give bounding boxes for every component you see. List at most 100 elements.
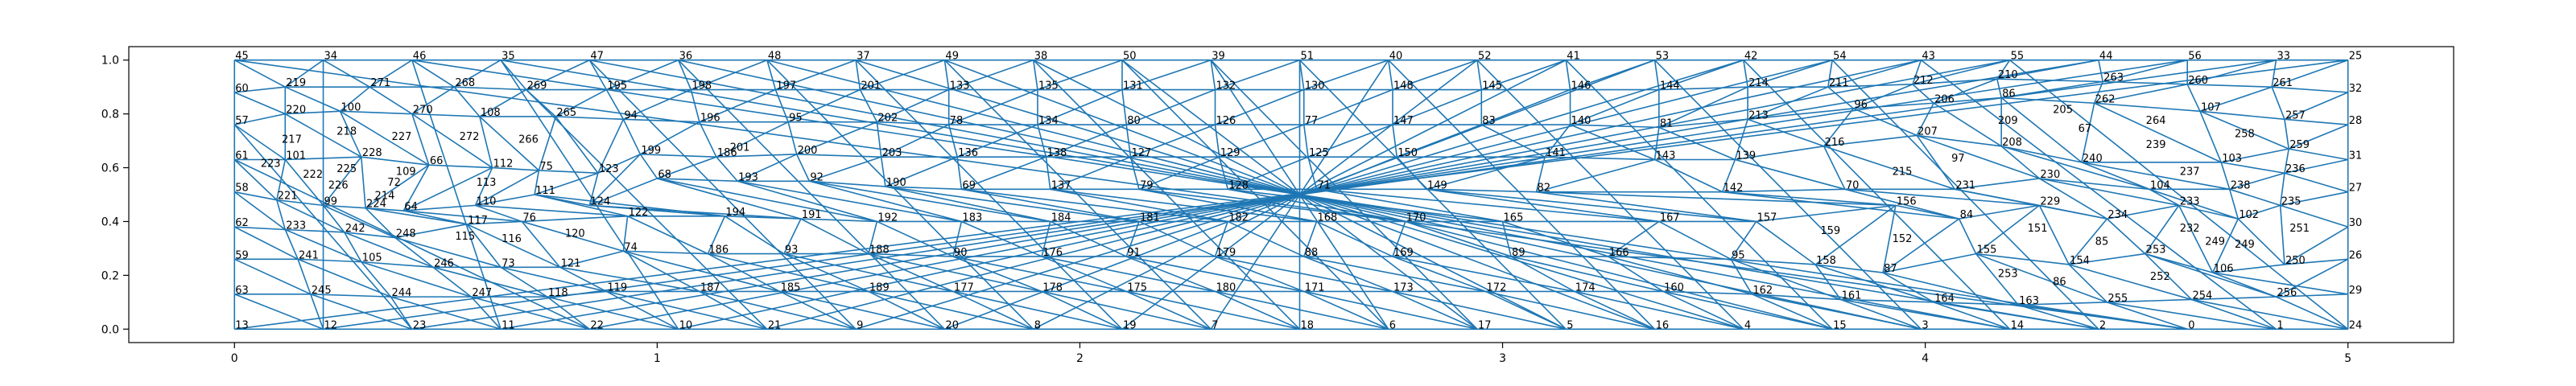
mesh-edge — [783, 253, 869, 293]
mesh-edge — [234, 113, 286, 125]
node-label: 95 — [789, 113, 803, 125]
node-label: 68 — [658, 169, 671, 181]
node-label: 168 — [1318, 211, 1338, 224]
node-label: 164 — [1934, 293, 1955, 305]
mesh-edge — [2279, 173, 2285, 206]
mesh-edge — [1476, 60, 1483, 90]
node-label: 35 — [502, 51, 515, 63]
mesh-edge — [500, 266, 548, 298]
node-label: 249 — [2235, 239, 2255, 251]
mesh-edge — [298, 258, 361, 263]
mesh-edge — [588, 154, 641, 206]
mesh-edge — [1392, 59, 1478, 91]
node-label: 211 — [1829, 77, 1849, 89]
node-label: 247 — [472, 287, 492, 299]
node-label: 26 — [2349, 249, 2363, 261]
mesh-edge — [310, 293, 391, 298]
mesh-edge — [365, 207, 468, 225]
mesh-edge — [1722, 191, 1896, 207]
mesh-edge — [623, 118, 700, 123]
node-label: 117 — [468, 215, 488, 227]
mesh-edge — [233, 60, 286, 88]
mesh-edge — [783, 253, 954, 293]
mesh-edge — [339, 110, 362, 158]
mesh-edge — [948, 59, 1034, 91]
node-label: 29 — [2349, 285, 2363, 297]
mesh-edge — [1570, 88, 1660, 125]
node-label: 201 — [861, 80, 881, 92]
mesh-edge — [1882, 205, 1897, 273]
node-label: 235 — [2281, 195, 2301, 207]
mesh-edge — [1934, 96, 2002, 105]
mesh-edge — [1307, 124, 1393, 158]
mesh-edge — [2009, 60, 2349, 330]
mesh-edge — [707, 216, 726, 254]
mesh-edge — [2280, 191, 2348, 207]
node-label: 3 — [1922, 319, 1928, 331]
mesh-edge — [234, 191, 277, 201]
mesh-edge — [1920, 60, 2277, 330]
node-label: 70 — [1846, 179, 1860, 191]
mesh-edge — [1303, 88, 1393, 125]
mesh-edge — [394, 236, 502, 269]
mesh-edge — [539, 170, 598, 175]
node-label: 61 — [235, 150, 249, 162]
node-label: 253 — [2146, 244, 2166, 257]
mesh-edge — [234, 59, 2188, 331]
node-label: 261 — [2273, 77, 2293, 89]
mesh-edge — [1396, 124, 1482, 158]
node-label: 222 — [303, 169, 323, 181]
mesh-edge — [952, 290, 1123, 331]
node-label: 203 — [882, 147, 902, 159]
mesh-edge — [1882, 253, 1976, 273]
mesh-edge — [1392, 290, 1478, 331]
mesh-edge — [2038, 205, 2070, 265]
node-label: 58 — [235, 183, 249, 195]
node-label: 83 — [1482, 115, 1496, 127]
node-label: 46 — [413, 51, 427, 63]
node-label: 2 — [2099, 319, 2106, 331]
mesh-edge — [1955, 178, 2040, 191]
node-label: 74 — [624, 241, 638, 253]
mesh-edge — [453, 60, 502, 88]
mesh-edge — [716, 154, 797, 158]
mesh-edge — [809, 180, 886, 187]
mesh-edge — [947, 124, 958, 158]
mesh-edge — [475, 170, 539, 207]
mesh-edge — [1912, 60, 1922, 85]
mesh-edge — [1747, 86, 1829, 121]
mesh-edge — [453, 86, 481, 117]
node-label: 206 — [1934, 93, 1955, 105]
node-label: 148 — [1393, 80, 1414, 92]
mesh-edge — [470, 296, 502, 330]
node-label: 157 — [1757, 211, 1777, 224]
node-label: 62 — [235, 217, 249, 229]
mesh-edge — [1125, 290, 1212, 331]
node-label: 34 — [324, 51, 338, 63]
mesh-edge — [2228, 189, 2239, 220]
mesh-edge — [1814, 264, 1842, 300]
node-label: 108 — [481, 107, 501, 119]
node-label: 54 — [1833, 51, 1847, 63]
mesh-edge — [800, 218, 869, 255]
mesh-edge — [1405, 220, 1512, 257]
mesh-edge — [365, 207, 396, 239]
node-label: 113 — [477, 177, 497, 189]
mesh-edge — [1743, 60, 1748, 88]
mesh-edge — [1032, 60, 1038, 90]
node-label: 231 — [1955, 179, 1975, 191]
mesh-edge — [2284, 258, 2348, 265]
mesh-edge — [1827, 84, 1913, 88]
mesh-edge — [1316, 188, 1659, 223]
node-label: 41 — [1567, 51, 1580, 63]
mesh-edge — [588, 60, 857, 330]
mesh-edge — [605, 89, 625, 120]
node-label: 15 — [1833, 319, 1847, 331]
mesh-edge — [233, 158, 278, 201]
node-label: 14 — [2011, 319, 2025, 331]
y-tick-label: 0.6 — [101, 162, 119, 175]
node-label: 249 — [2205, 236, 2225, 248]
mesh-edge — [678, 60, 945, 330]
mesh-edge — [411, 113, 493, 169]
mesh-edge — [2187, 84, 2273, 88]
